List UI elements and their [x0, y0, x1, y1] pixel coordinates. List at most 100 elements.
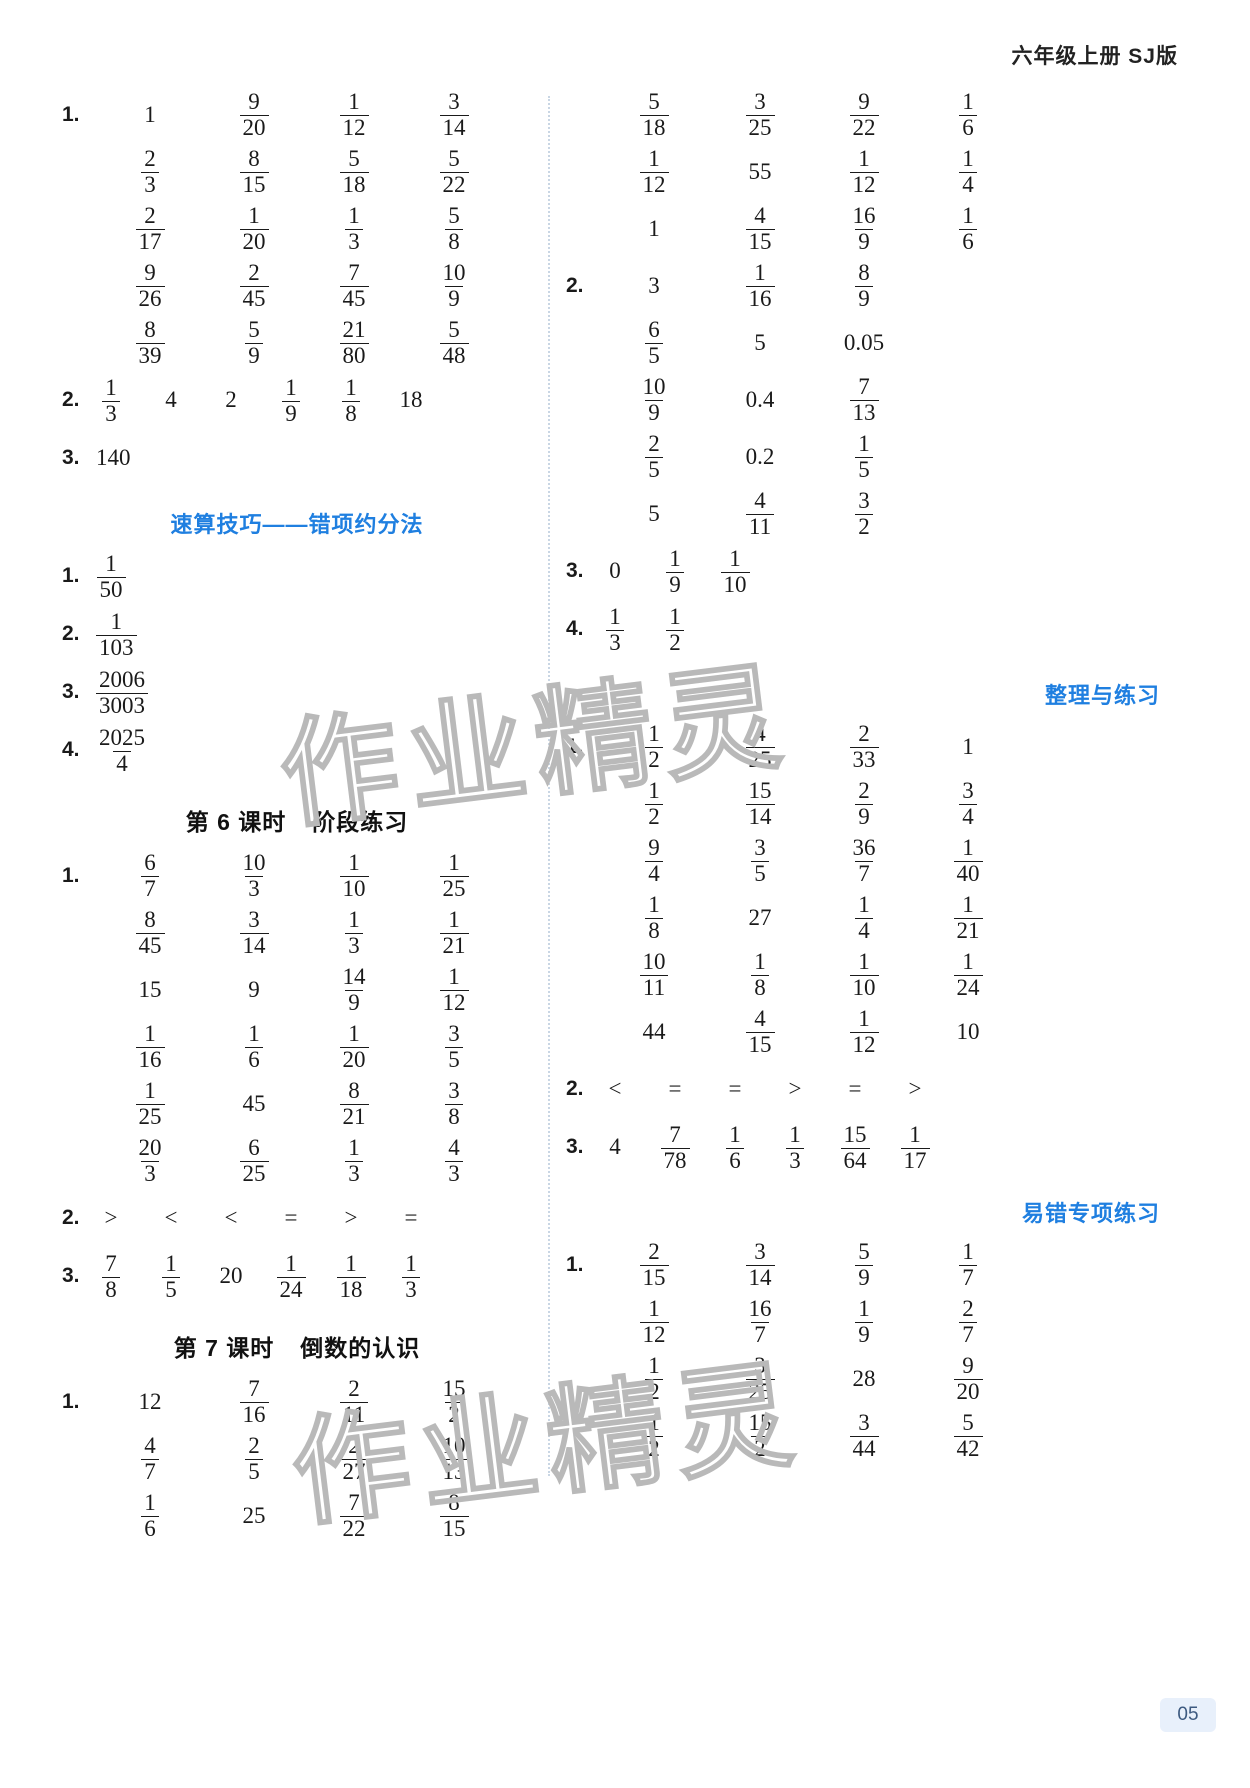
fraction-numerator: 3: [448, 1021, 460, 1046]
question-number: 3.: [62, 680, 80, 703]
fraction-denominator: 15: [439, 1516, 469, 1540]
answer-value: <: [608, 1076, 622, 1101]
answer-cell: >: [780, 1076, 810, 1102]
answer-value: 0.4: [745, 386, 775, 412]
fraction-numerator: 9: [648, 835, 660, 860]
fraction-denominator: 2: [666, 629, 684, 654]
answer-value: 12: [138, 1388, 162, 1414]
answer-value: 9: [248, 976, 260, 1002]
answer-value: 18: [399, 387, 423, 412]
fraction-denominator: 3: [445, 1161, 463, 1185]
answer-cell: 0.2: [708, 444, 812, 470]
fraction-denominator: 6: [726, 1147, 744, 1172]
answer-cell: <: [216, 1205, 246, 1231]
fraction-denominator: 15: [239, 172, 269, 196]
answer-cell: <: [156, 1205, 186, 1231]
answer-cell: <: [600, 1076, 630, 1102]
answer-cell: 45: [204, 1091, 304, 1117]
question-number: 2.: [566, 273, 584, 297]
fraction-denominator: 80: [339, 343, 369, 367]
fraction-denominator: 25: [439, 876, 469, 900]
fraction-numerator: 10: [242, 850, 266, 875]
answer-cell: 3: [600, 273, 708, 299]
question-number: 1.: [62, 1389, 80, 1413]
fraction-numerator: 1: [348, 1021, 360, 1046]
answer-value: 1: [648, 215, 660, 241]
answer-value: <: [164, 1205, 178, 1230]
answer-value: 140: [96, 445, 131, 470]
fraction-numerator: 1: [858, 892, 870, 917]
fraction-numerator: 2: [962, 1296, 974, 1321]
fraction-denominator: 40: [953, 861, 983, 885]
fraction-denominator: 5: [855, 457, 873, 481]
fraction-denominator: 9: [245, 343, 263, 367]
fraction-numerator: 1: [105, 374, 117, 400]
answer-grid-1: 1.19201123141.238155185221.21712013581.9…: [62, 86, 532, 371]
fraction-denominator: 3: [141, 172, 159, 196]
fraction-denominator: 20: [239, 229, 269, 253]
fraction-denominator: 12: [849, 1032, 879, 1056]
answer-value: 15: [138, 976, 162, 1002]
fraction-numerator: 21: [342, 317, 366, 342]
fraction-denominator: 21: [339, 1104, 369, 1128]
fraction-numerator: 7: [248, 1376, 260, 1401]
fraction-denominator: 7: [141, 1459, 159, 1483]
question-number: 2.: [566, 1077, 584, 1100]
fraction-denominator: 7: [855, 861, 873, 885]
answer-value: =: [728, 1076, 742, 1101]
fraction-denominator: 5: [645, 457, 663, 481]
